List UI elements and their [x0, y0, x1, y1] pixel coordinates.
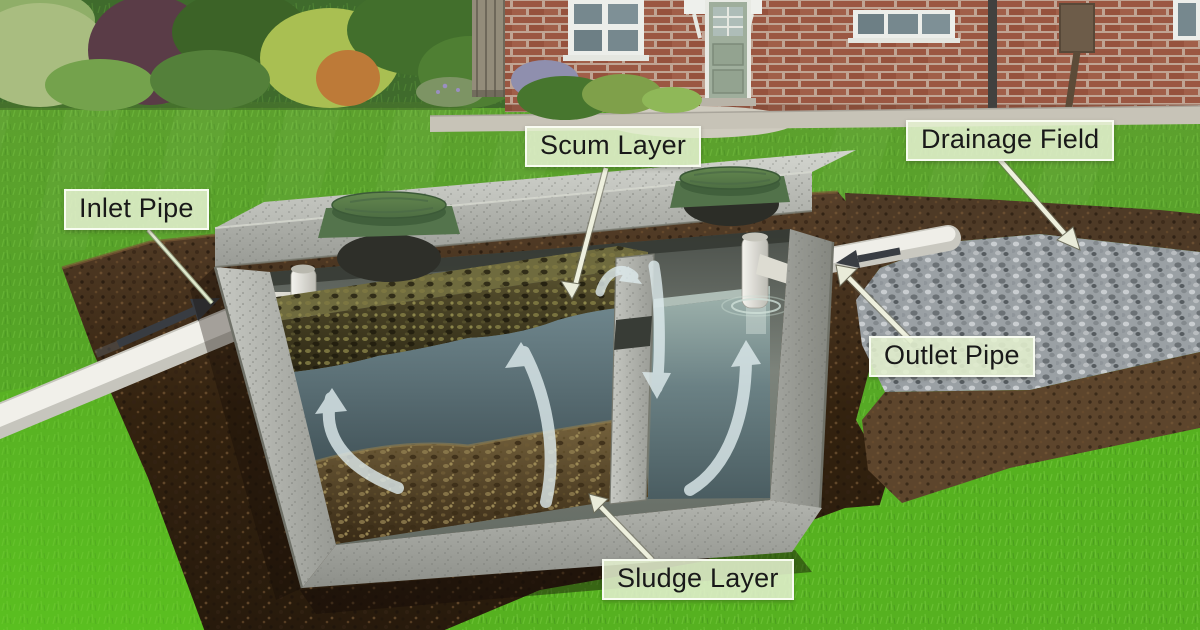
scum-layer-pointer: [560, 167, 610, 301]
tank-left-wall: [213, 266, 336, 589]
manhole-cover-left: [318, 191, 460, 238]
tank-right-wall: [770, 229, 835, 509]
outlet-pipe-pointer: [835, 264, 915, 345]
lid-arch-recess: [337, 234, 441, 282]
label-drainage-field: Drainage Field: [906, 120, 1115, 161]
window-sill: [563, 55, 649, 61]
flow-arrows: [315, 260, 761, 508]
water-surface: [654, 286, 770, 308]
drainage-field-pointer: [997, 157, 1081, 251]
circulation-arrow-down-baffle: [642, 260, 671, 399]
label-inlet-pipe: Inlet Pipe: [64, 189, 209, 230]
bush: [582, 74, 662, 114]
bush-orange: [316, 50, 380, 106]
window-sill: [848, 38, 960, 43]
window-left: [563, 0, 649, 61]
front-garden-bushes: [511, 60, 702, 120]
baffle-slot: [614, 316, 652, 350]
septic-tank: [190, 150, 856, 614]
circulation-arrow-up-center: [505, 342, 557, 508]
door-step: [700, 98, 756, 106]
label-outlet-pipe: Outlet Pipe: [869, 336, 1035, 377]
outlet-tee-pipe: [721, 232, 794, 334]
circulation-arrow-up-left: [315, 388, 404, 494]
label-leaders: [146, 157, 1081, 563]
scum-layer: [270, 246, 648, 374]
sludge-layer-pointer: [588, 493, 655, 563]
tank-floor: [302, 500, 822, 588]
inlet-flow-arrow: [94, 298, 220, 358]
outlet-flow-arrow: [836, 247, 901, 268]
drainage-field: [807, 193, 1200, 503]
house: [429, 0, 1200, 138]
inlet-pipe: [0, 298, 259, 440]
circulation-arrow-over-baffle: [595, 266, 642, 297]
chamber2-water: [648, 286, 770, 499]
front-door: [684, 0, 762, 106]
inlet-pipe-leader: [146, 228, 214, 305]
garden-hedge: [0, 0, 522, 111]
bush: [150, 50, 270, 110]
outlet-pipe: [807, 225, 961, 276]
manhole-cover-right: [670, 166, 790, 208]
bush: [45, 59, 155, 111]
bush: [642, 87, 702, 113]
downpipe: [988, 0, 997, 112]
label-scum-layer: Scum Layer: [525, 126, 702, 167]
circulation-arrow-up-outlet: [684, 340, 761, 496]
label-sludge-layer: Sludge Layer: [602, 559, 794, 600]
window-center: [848, 10, 960, 43]
baffle-wall: [609, 253, 655, 505]
sludge-layer: [313, 414, 648, 544]
lavender-plant: [416, 77, 484, 107]
window-right: [1173, 0, 1200, 40]
utility-box: [1059, 3, 1095, 113]
